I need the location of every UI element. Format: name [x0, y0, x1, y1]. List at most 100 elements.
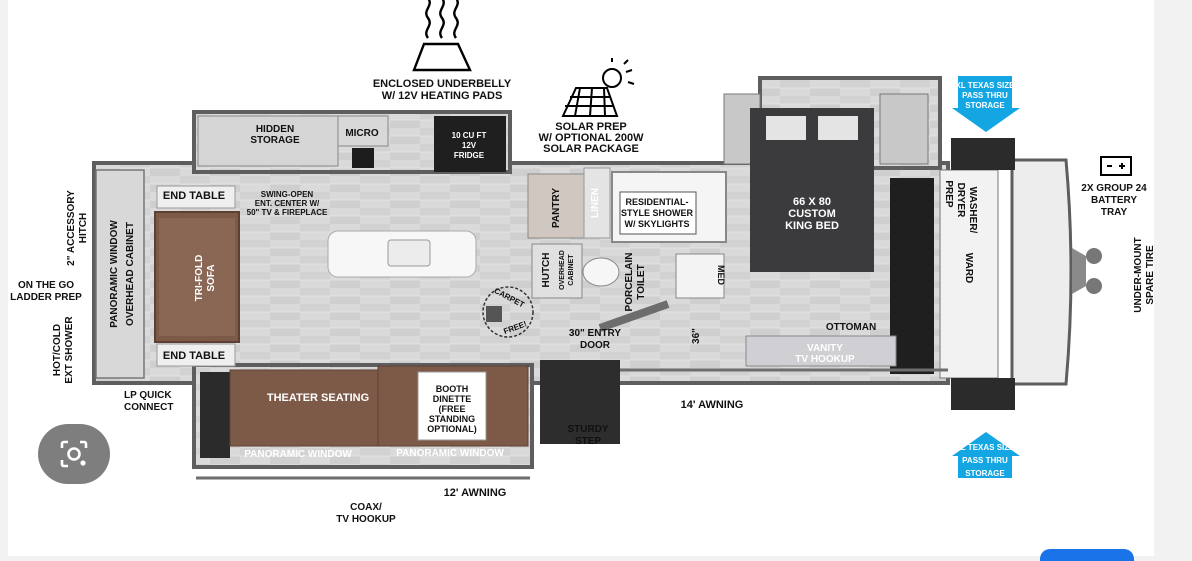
- image-search-icon: [60, 440, 88, 468]
- linen-closet: [583, 167, 611, 239]
- hidden-storage-label-1: HIDDEN: [256, 124, 294, 135]
- booth-label-5: OPTIONAL): [427, 424, 477, 434]
- lp-label-2: CONNECT: [124, 402, 173, 413]
- sturdy-label-2: STEP: [575, 436, 601, 447]
- washer-label-1: WASHER/: [967, 187, 978, 234]
- fridge-label-2: 12V: [462, 141, 477, 150]
- hidden-storage: [197, 115, 339, 167]
- lp-label-1: LP QUICK: [124, 390, 172, 401]
- pass-top-label-2: PASS THRU: [962, 91, 1008, 100]
- sofa-label-2: SOFA: [206, 264, 217, 291]
- entry-label-2: DOOR: [580, 340, 611, 351]
- wardrobe-wall: [890, 178, 934, 374]
- fridge: [434, 116, 506, 172]
- theater-seating: [229, 369, 379, 447]
- pantry: [527, 173, 585, 239]
- sturdy-step: [540, 360, 620, 444]
- dinette-table: [417, 371, 487, 441]
- shower-label-1: RESIDENTIAL-: [626, 197, 689, 207]
- pillow-left: [766, 116, 806, 140]
- pass-thru-arrow-top: [952, 76, 1020, 132]
- overhead-cab-label-2: CABINET: [568, 254, 575, 286]
- swing-label-1: SWING-OPEN: [261, 190, 314, 199]
- ward-label: WARD: [963, 253, 974, 284]
- heating-pad-icon: [412, 0, 472, 72]
- battery-icon: [1100, 156, 1132, 176]
- panoramic-window-left-label: PANORAMIC WINDOW: [109, 220, 120, 328]
- bed-label-3: KING BED: [785, 220, 839, 232]
- end-table-top: [156, 185, 236, 209]
- ladder-label-2: LADDER PREP: [10, 292, 82, 303]
- theater-label: THEATER SEATING: [267, 392, 369, 404]
- pass-top-label-3: STORAGE: [965, 101, 1005, 110]
- corner-button[interactable]: [1040, 549, 1134, 561]
- sofa-cushion: [159, 218, 235, 336]
- bottom-slide: [196, 360, 948, 480]
- pillow-right: [818, 116, 858, 140]
- micro-label: MICRO: [345, 128, 379, 139]
- coax-label-2: TV HOOKUP: [336, 514, 396, 525]
- left-storage: [200, 372, 230, 458]
- bed-label-1: 66 X 80: [793, 196, 831, 208]
- washer-label-3: PREP: [943, 180, 954, 208]
- battery-label-1: 2X GROUP 24: [1081, 183, 1147, 194]
- bed-side-right: [879, 93, 929, 165]
- ottoman-label: OTTOMAN: [826, 322, 876, 333]
- solar-label-1: SOLAR PREP: [555, 121, 627, 133]
- fridge-label-1: 10 CU FT: [452, 131, 487, 140]
- hutch-label: HUTCH: [541, 253, 552, 288]
- battery-label-3: TRAY: [1101, 207, 1128, 218]
- accessory-hitch-label-2: HITCH: [78, 213, 89, 244]
- entry-label-1: 30" ENTRY: [569, 328, 621, 339]
- image-search-button[interactable]: [38, 424, 110, 484]
- overhead-cab-label-1: OVERHEAD: [559, 250, 566, 290]
- underbelly-label-1: ENCLOSED UNDERBELLY: [373, 78, 512, 90]
- hidden-storage-label-2: STORAGE: [250, 135, 300, 146]
- end-table-bottom-label: END TABLE: [163, 350, 225, 362]
- med-label: MED: [716, 265, 726, 286]
- microwave: [337, 115, 389, 147]
- overhead-cabinet-label: OVERHEAD CABINET: [125, 222, 136, 326]
- bed-label-2: CUSTOM: [788, 208, 835, 220]
- bath-area: [527, 167, 727, 332]
- pass-bot-label-1: XL TEXAS SIZE: [956, 443, 1016, 452]
- carpet-free-icon: [482, 286, 534, 338]
- accessory-hitch-label-1: 2" ACCESSORY: [66, 190, 77, 266]
- booth-label-1: BOOTH: [436, 384, 469, 394]
- coax-label-1: COAX/: [350, 502, 382, 513]
- pass-thru-bottom: [951, 378, 1015, 410]
- solar-label-2: W/ OPTIONAL 200W: [539, 132, 645, 144]
- sturdy-label-1: STURDY: [567, 424, 608, 435]
- panoramic-window-label-2: PANORAMIC WINDOW: [396, 448, 504, 459]
- washer-dryer-prep: [939, 169, 999, 379]
- spare-label-1: UNDER-MOUNT: [1133, 237, 1144, 313]
- dim-36-label: 36": [691, 328, 702, 344]
- fridge-label-3: FRIDGE: [454, 151, 485, 160]
- underbelly-label-2: W/ 12V HEATING PADS: [382, 90, 503, 102]
- bath-door: [598, 300, 670, 332]
- bath-sink: [675, 253, 725, 299]
- battery-label-2: BATTERY: [1091, 195, 1137, 206]
- vanity-label-2: TV HOOKUP: [795, 354, 855, 365]
- ext-shower-label-1: HOT/COLD: [52, 324, 63, 376]
- pass-top-label-1: XL TEXAS SIZE: [956, 81, 1016, 90]
- island-sink: [387, 239, 431, 267]
- porcelain-toilet: [582, 257, 620, 287]
- panoramic-window-label-1: PANORAMIC WINDOW: [244, 449, 352, 460]
- hutch: [531, 243, 583, 299]
- shower-label-2: STYLE SHOWER: [621, 208, 694, 218]
- pass-bot-label-3: STORAGE: [965, 469, 1005, 478]
- washer-label-2: DRYER: [955, 183, 966, 218]
- ladder-label-1: ON THE GO: [18, 280, 74, 291]
- porcelain-label-2: TOILET: [636, 264, 647, 299]
- booth-label-4: STANDING: [429, 414, 475, 424]
- rear-cabinet: [95, 169, 145, 379]
- pass-bot-label-2: PASS THRU: [962, 456, 1008, 465]
- booth-label-3: (FREE: [439, 404, 466, 414]
- bedroom: [723, 93, 1015, 410]
- living-area: [95, 169, 477, 379]
- awning-14-label: 14' AWNING: [681, 399, 744, 411]
- awning-12-label: 12' AWNING: [444, 487, 507, 499]
- shower-label-3: W/ SKYLIGHTS: [625, 219, 690, 229]
